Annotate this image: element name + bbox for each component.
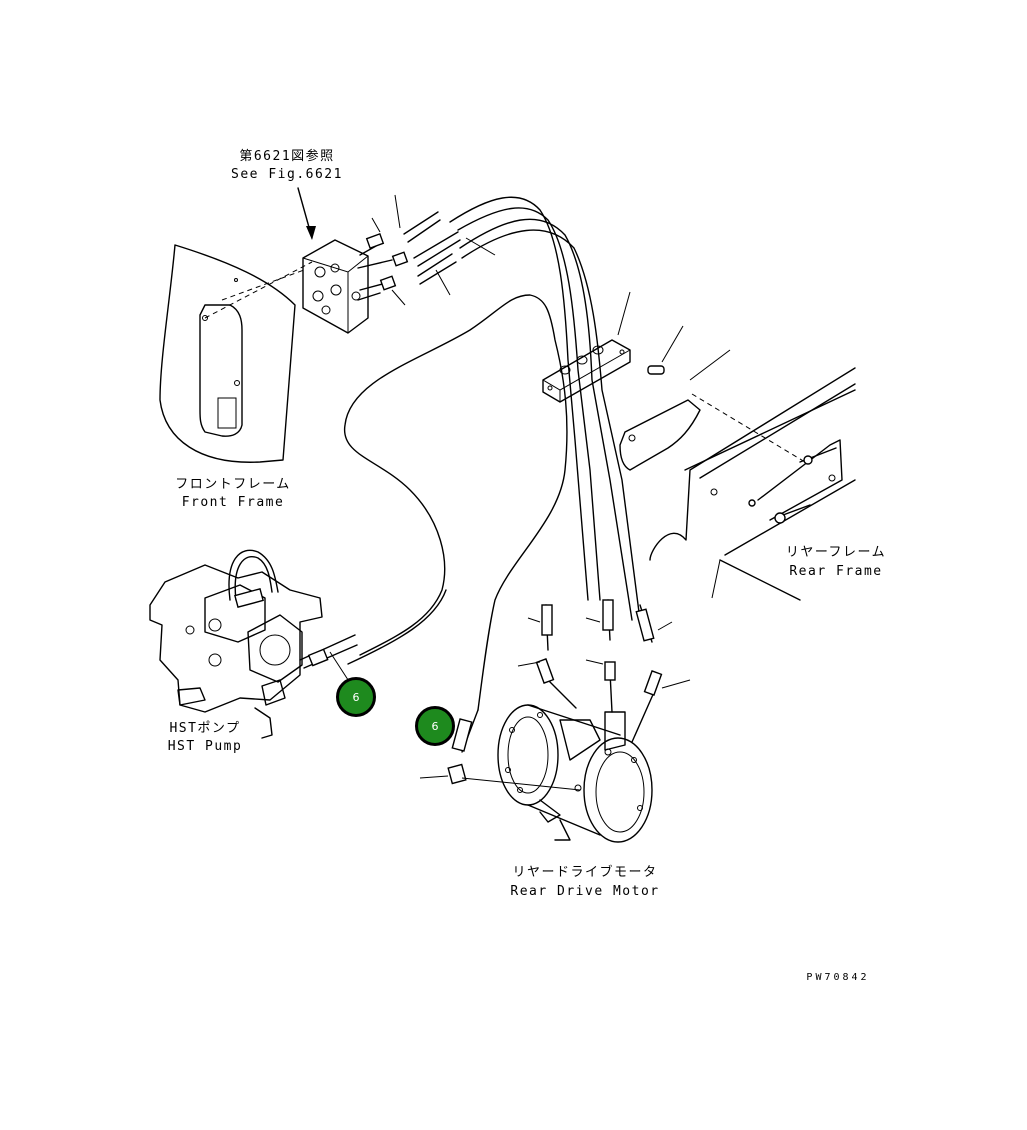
see-fig-label-jp: 第6621図参照 — [239, 149, 335, 164]
rear-drive-motor-drawing — [419, 599, 691, 843]
hst-pump-label-jp: HSTポンプ — [169, 721, 241, 736]
clamp-bracket-drawing — [542, 291, 684, 403]
rear-frame-label-en: Rear Frame — [789, 564, 883, 579]
valve-block-drawing — [297, 187, 496, 334]
rear-drive-motor-label-jp: リヤードライブモータ — [512, 865, 658, 880]
drawing-number: PW70842 — [806, 972, 870, 983]
see-fig-label-en: See Fig.6621 — [231, 167, 343, 182]
hst-pump-drawing — [149, 549, 358, 739]
part-callout-6-pump[interactable]: 6 — [336, 677, 376, 717]
part-callout-6-motor[interactable]: 6 — [415, 706, 455, 746]
front-frame-label-jp: フロントフレーム — [175, 477, 291, 492]
front-frame-drawing — [159, 244, 313, 463]
rear-frame-drawing — [619, 349, 856, 601]
hose-bundle-drawing — [344, 196, 641, 711]
rear-drive-motor-label-en: Rear Drive Motor — [510, 884, 660, 899]
front-frame-label-en: Front Frame — [181, 495, 285, 510]
hst-pump-label-en: HST Pump — [167, 739, 243, 754]
rear-frame-label-jp: リヤーフレーム — [785, 545, 887, 560]
